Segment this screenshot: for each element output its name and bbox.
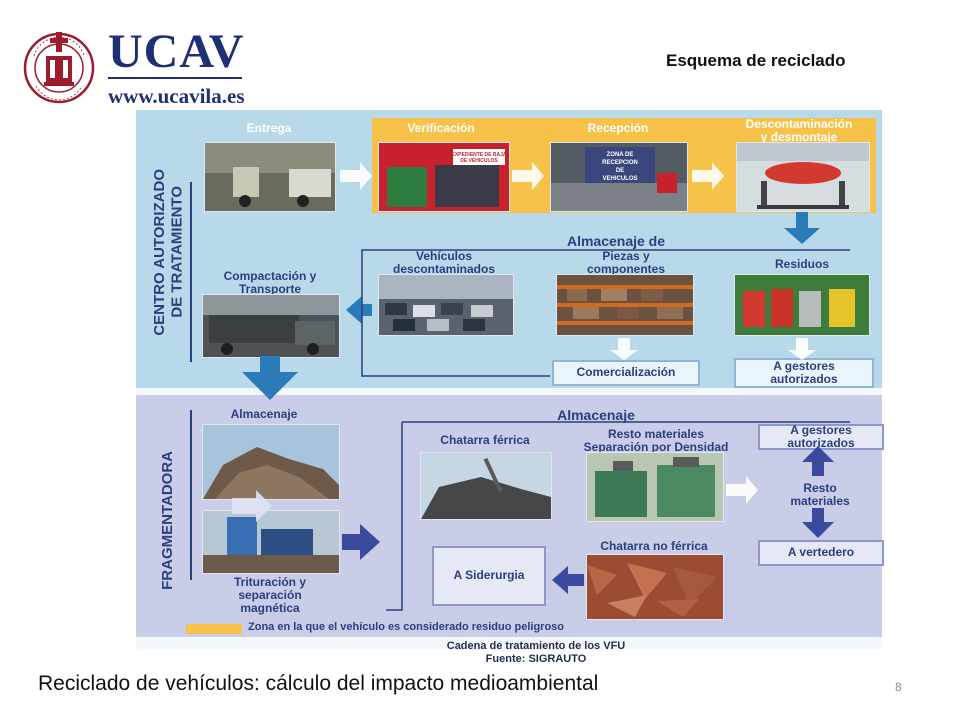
box-comercializacion: Comercialización (552, 360, 700, 386)
page-number: 8 (895, 680, 902, 694)
arrow-recepcion-descontaminacion (692, 162, 724, 190)
photo-chatarra-no-ferrica (586, 554, 724, 620)
logo-divider (108, 77, 242, 79)
photo-entrega (204, 142, 336, 212)
sign-zona-line4: VEHICULOS (602, 176, 637, 182)
photo-vehiculos-descontaminados (378, 274, 514, 336)
arrow-resto-down (802, 508, 834, 538)
photo-residuos (734, 274, 870, 336)
photo-descontaminacion (736, 142, 870, 212)
label-entrega: Entrega (246, 121, 292, 135)
label-compactacion: Compactación y Transporte (223, 269, 317, 297)
sign-expediente-line2: DE VEHICULOS (460, 158, 498, 164)
arrow-residuos-gestores (788, 338, 816, 360)
box-gestores-right: A gestores autorizados (758, 423, 884, 450)
sign-zona-line2: RECEPCION (602, 160, 638, 166)
arrow-compactacion-down (242, 356, 298, 400)
label-verificacion: Verificación (407, 121, 475, 135)
ucav-seal-logo (23, 32, 95, 104)
sign-zona-line1: ZONA DE (607, 152, 634, 158)
logo-name: UCAV (108, 25, 245, 78)
label-almacenaje-left: Almacenaje (230, 407, 298, 421)
box-siderurgia: A Siderurgia (432, 546, 546, 606)
flow-arrows (232, 162, 850, 611)
label-descontaminacion: Descontaminación y desmontaje (745, 117, 853, 145)
sign-zona-line3: DE (616, 168, 624, 174)
arrow-resto-up (802, 446, 834, 476)
label-resto-materiales-separacion: Resto materiales Separación por Densidad (583, 427, 729, 455)
footer-title: Reciclado de vehículos: cálculo del impa… (38, 672, 599, 695)
line-almacenaje-de (361, 249, 850, 310)
photo-verificacion: EXPEDIENTE DE BAJA DE VEHICULOS (378, 142, 510, 212)
photo-almacenaje (202, 424, 340, 500)
photo-piezas (556, 274, 694, 336)
label-chatarra-ferrica: Chatarra férrica (440, 433, 530, 447)
box-gestores-top: A gestores autorizados (734, 358, 874, 388)
box-vertedero: A vertedero (758, 540, 884, 566)
label-almacenaje-de: Almacenaje de (566, 233, 666, 249)
line-almacenaje-bottom (361, 310, 550, 377)
photo-trituracion (202, 510, 340, 574)
line-frag-bracket (386, 422, 403, 611)
slide-title: Esquema de reciclado (666, 51, 846, 70)
label-piezas-componentes: Piezas y componentes (586, 249, 665, 277)
sign-expediente-line1: EXPEDIENTE DE BAJA (451, 152, 506, 158)
label-recepcion: Recepción (587, 121, 649, 135)
recycling-diagram: CENTRO AUTORIZADO DE TRATAMIENTO FRAGMEN… (136, 110, 884, 665)
photo-recepcion: ZONA DE RECEPCION DE VEHICULOS (550, 142, 688, 212)
label-vehiculos-descontaminados: Vehículos descontaminados (392, 249, 496, 277)
caption-line1: Cadena de tratamiento de los VFU (446, 640, 626, 652)
photo-resto-materiales (586, 452, 724, 522)
cat-divider (190, 182, 192, 362)
arrow-verificacion-recepcion (512, 162, 544, 190)
arrow-piezas-comercializacion (610, 338, 638, 360)
arrow-no-ferrica-siderurgia (552, 566, 584, 594)
legend-swatch (186, 624, 242, 634)
label-almacenaje-mid: Almacenaje (557, 407, 635, 423)
photo-compactacion (202, 294, 340, 358)
label-resto-materiales: Resto materiales (790, 481, 850, 509)
label-trituracion: Trituración y separación magnética (233, 575, 307, 616)
label-chatarra-no-ferrica: Chatarra no férrica (600, 539, 708, 553)
arrow-descontaminacion-down (784, 212, 820, 244)
logo-url: www.ucavila.es (108, 84, 245, 108)
legend-text: Zona en la que el vehículo es considerad… (248, 621, 565, 633)
arrow-to-compactacion (346, 296, 372, 324)
arrow-entrega-verificacion (340, 162, 372, 190)
arrow-trituracion-siderurgia (342, 524, 380, 560)
arrow-resto-to-resto-materiales (726, 476, 758, 504)
frag-divider (190, 410, 192, 580)
diagram-caption: Cadena de tratamiento de los VFU Fuente:… (376, 640, 696, 665)
label-residuos: Residuos (774, 257, 829, 271)
photo-chatarra-ferrica (420, 452, 552, 520)
caption-line2: Fuente: SIGRAUTO (485, 652, 587, 665)
arrow-almacenaje-trituracion (232, 490, 272, 522)
